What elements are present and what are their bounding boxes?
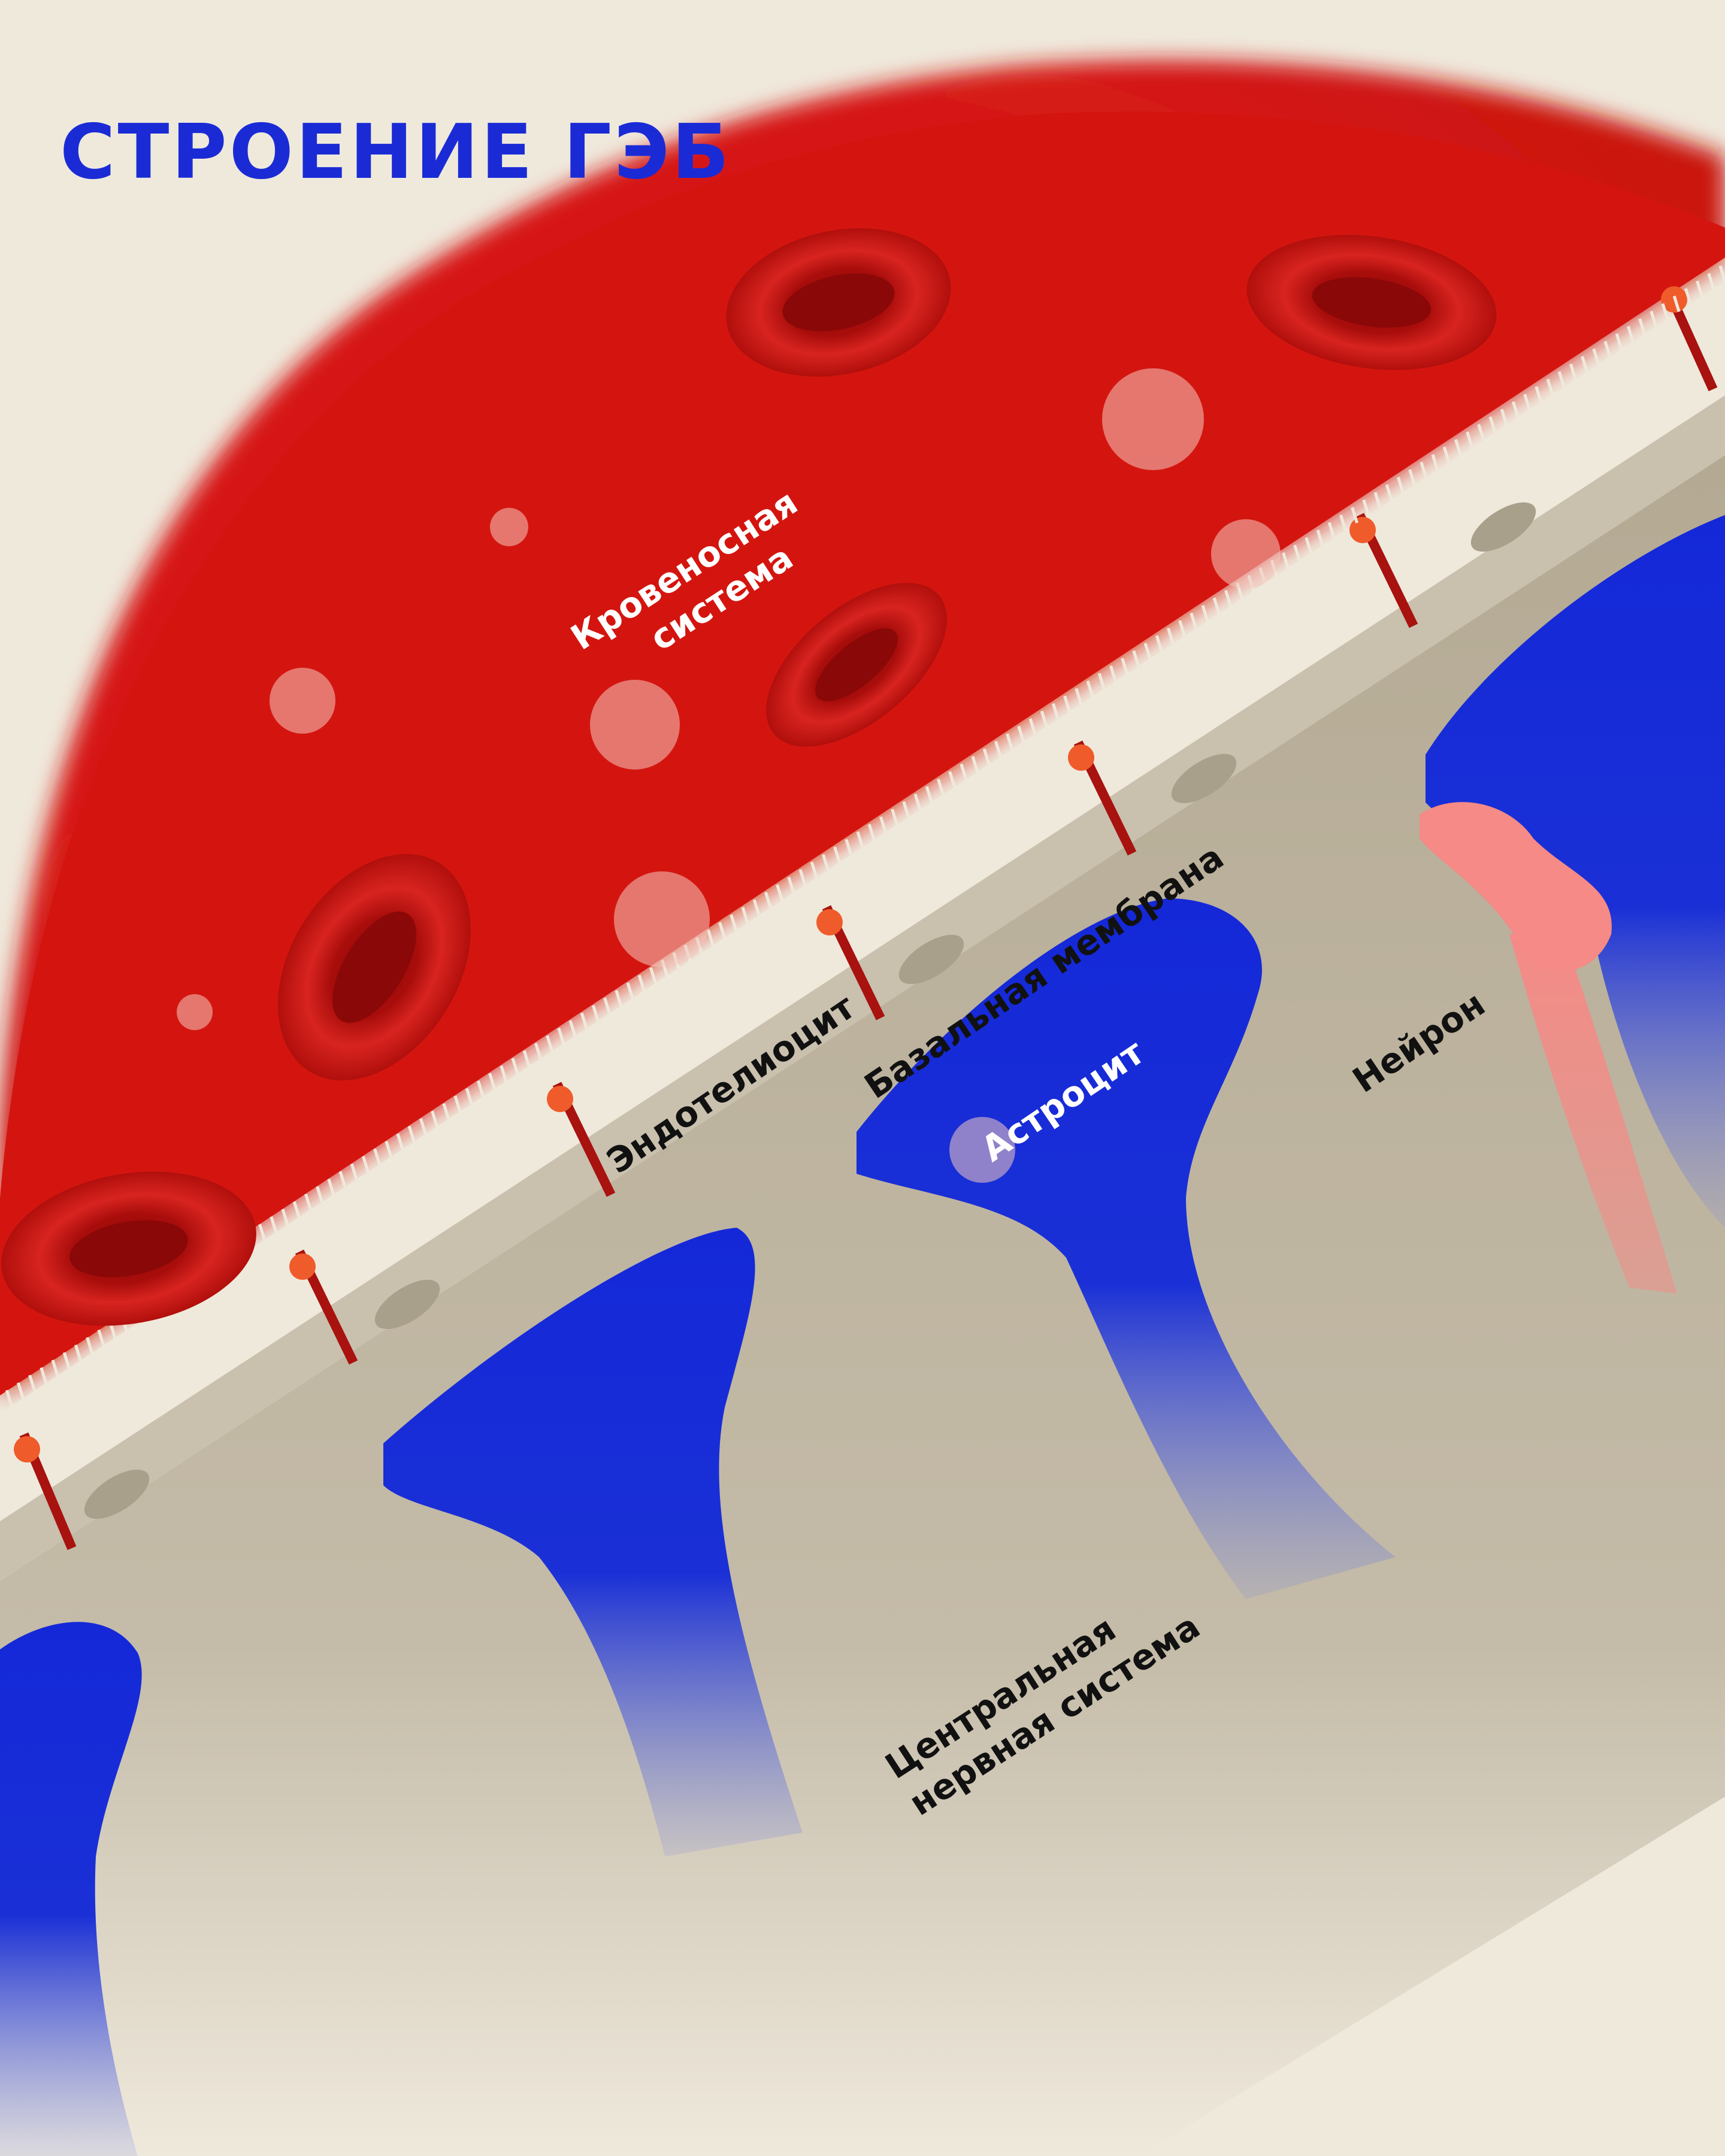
page-title: СТРОЕНИЕ ГЭБ: [60, 108, 732, 196]
